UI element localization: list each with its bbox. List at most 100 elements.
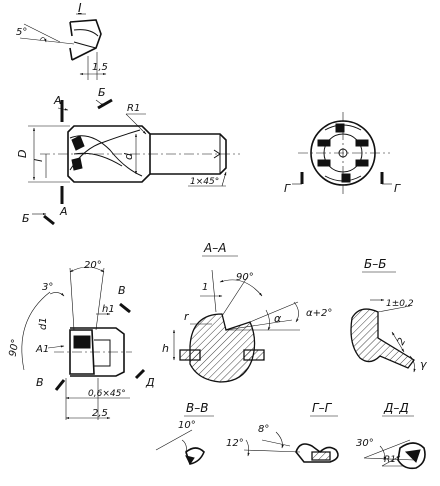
ray (249, 301, 299, 323)
detail-dark-fill (73, 335, 91, 349)
tooth-slots-v (335, 123, 351, 183)
tooth-arcs (324, 124, 362, 182)
flute-shadow (71, 135, 85, 171)
angle-line-2 (23, 23, 61, 43)
radius-label: R1 (127, 103, 140, 114)
section-arrow (95, 99, 105, 107)
ext-line (211, 269, 217, 313)
section-DD: Д–Д 30° R1 (356, 401, 426, 470)
GG-title: Г–Г (312, 401, 333, 415)
AA-dim-1: 1 (202, 282, 208, 293)
GG-angle-12: 12° (226, 438, 244, 449)
leader (221, 171, 227, 187)
main-chamfer: 1×45° (190, 177, 219, 187)
dim-D: D (16, 150, 29, 158)
ray (155, 429, 193, 451)
leader (125, 113, 147, 135)
cut-D (134, 368, 146, 380)
detail-hole (94, 339, 111, 367)
AA-title: А–А (203, 241, 226, 255)
DD-radius: R1 (384, 455, 396, 465)
detail-A1: A1 (35, 344, 49, 355)
section-B-top: Б (98, 86, 106, 99)
ray (243, 449, 301, 453)
section-A-top: A (53, 94, 62, 107)
main-view: A Б R1 D l d 1×45° (16, 86, 240, 226)
leader (381, 455, 401, 467)
BB-section-body (350, 308, 415, 369)
angle-arc (39, 37, 47, 43)
section-BB: Б–Б 1±0,2 2 γ (350, 257, 427, 373)
arc-8 (275, 431, 284, 449)
leader (47, 345, 65, 349)
cut-B (119, 302, 131, 314)
AA-r: r (184, 310, 190, 323)
detail-D: Д (145, 376, 155, 389)
dim-2-line (391, 331, 405, 353)
VV-title: В–В (186, 401, 208, 415)
section-B-bottom: Б (22, 212, 30, 225)
VV-fill (185, 455, 195, 465)
detail-d1: d1 (38, 317, 49, 330)
ray (363, 439, 411, 459)
ext-line (69, 267, 75, 331)
section-G-right: Г (394, 182, 401, 195)
view-I: I 5° 1,5 (16, 1, 108, 80)
angle-line (19, 37, 75, 45)
DD-fill (404, 449, 421, 463)
DD-title: Д–Д (383, 401, 409, 415)
section-G-left: Г (284, 182, 291, 195)
arc-30 (379, 445, 386, 461)
BB-gamma: γ (420, 358, 427, 371)
BB-dim: 1±0,2 (386, 299, 414, 309)
section-AA: А–А 90° 1 α α+2° r h (162, 241, 332, 383)
tooth-edges (73, 29, 99, 49)
detail-angle-20: 20° (84, 260, 102, 271)
detail-angle-90: 90° (8, 338, 22, 357)
AA-angle-90: 90° (236, 272, 254, 283)
view-I-dim: 1,5 (92, 62, 108, 73)
VV-angle: 10° (178, 420, 196, 431)
arc-3 (49, 292, 65, 297)
tooth-outline (69, 19, 102, 61)
GG-hatch (311, 451, 331, 461)
arc-12 (245, 439, 250, 457)
ext-line (95, 267, 105, 331)
detail-h1: h1 (102, 304, 115, 315)
BB-title: Б–Б (364, 257, 386, 271)
arc-alpha (265, 309, 271, 331)
detail-view: 20° 3° 90° h1 d1 A1 В В Д 0,6×45° 2,5 (8, 260, 155, 420)
detail-B-top: В (118, 284, 126, 297)
AA-alpha: α (274, 312, 282, 325)
arc-alpha2 (293, 301, 299, 323)
DD-angle: 30° (356, 438, 374, 449)
cut-line-B-top (97, 98, 113, 110)
view-I-angle: 5° (16, 27, 27, 38)
center-hole (213, 149, 221, 159)
tooth-slots (317, 139, 369, 167)
BB-dim-2: 2 (396, 336, 409, 347)
arc-90 (21, 291, 51, 371)
dim-l: l (32, 159, 45, 162)
detail-chamfer: 0,6×45° (88, 389, 126, 399)
ray (363, 457, 415, 461)
detail-body (70, 327, 125, 377)
detail-tip (69, 329, 95, 375)
view-I-title: I (78, 1, 82, 15)
cut-line-B-bottom (43, 214, 55, 226)
ray (261, 439, 291, 447)
arc-gamma (409, 355, 416, 373)
dim-d: d (122, 152, 135, 160)
cut-B-bottom (54, 379, 66, 391)
end-view: Г Г (284, 112, 401, 196)
AA-tabs (179, 349, 265, 361)
arc-90 (219, 279, 263, 297)
section-A-bottom: A (59, 205, 68, 218)
ray (225, 319, 293, 331)
section-GG: Г–Г 8° 12° (226, 401, 339, 463)
ext-line (377, 305, 411, 313)
detail-dim-2-5: 2,5 (92, 408, 108, 419)
GG-angle-8: 8° (258, 424, 269, 435)
arc-20 (69, 266, 105, 273)
